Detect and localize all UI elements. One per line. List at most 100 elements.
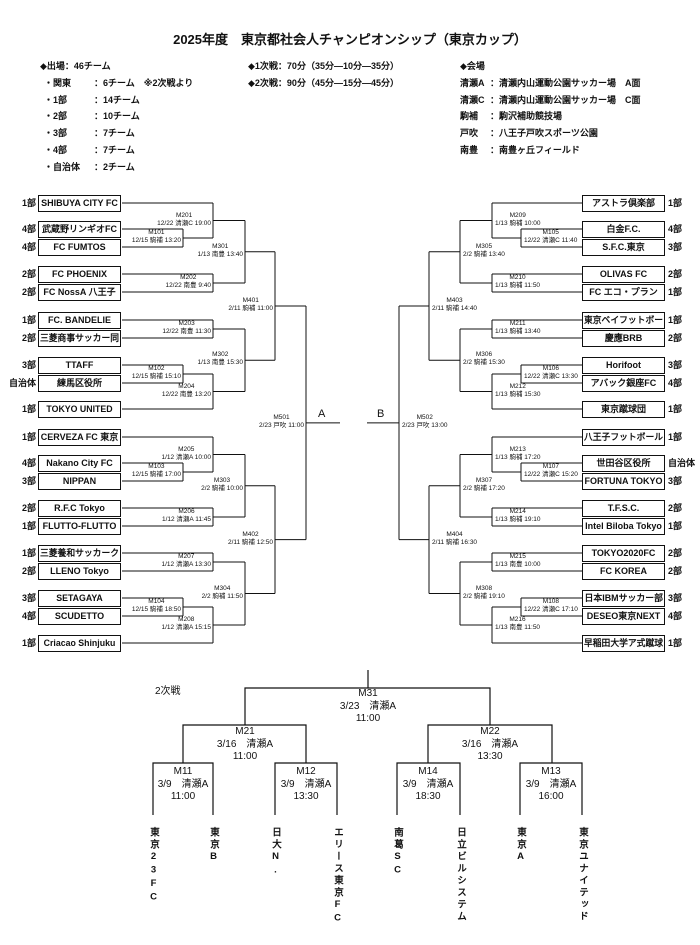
team-name: 慶應BRB (604, 332, 643, 343)
match-code: M206 (178, 508, 195, 515)
team-name: DESEO東京NEXT (586, 610, 661, 621)
venue-name: ：八王子戸吹スポーツ公園 (490, 128, 598, 139)
match-date: 3/9 清瀬A (157, 778, 209, 790)
entries-row: ・1部：14チーム (40, 92, 193, 109)
team-division: 2部 (21, 566, 36, 576)
team-box: 武蔵野リンギオFC (38, 220, 121, 238)
team-box: アバック銀座FC (582, 374, 665, 392)
match-info: 1/12 清瀬A 13:30 (161, 561, 211, 568)
match-info: 2/2 駒補 17:20 (463, 484, 505, 492)
team-division: 1部 (21, 315, 36, 325)
match-info: 12/22 清瀬C 13:30 (524, 373, 578, 380)
team-box: S.F.C.東京 (582, 238, 665, 256)
match-code: M102 (148, 365, 165, 372)
match-time: 18:30 (415, 791, 441, 802)
match-info: 12/15 駒補 18:50 (131, 606, 181, 613)
match-info: 12/22 清瀬C 11:40 (524, 237, 578, 244)
team-name: SETAGAYA UNITED (56, 592, 103, 603)
match-info: 12/22 南豊 13:20 (161, 390, 211, 398)
entries-label: ・1部 (44, 94, 68, 105)
match-info: 1/13 南豊 10:00 (495, 561, 541, 568)
team-name: Intel Biloba Tokyo (585, 520, 662, 531)
match-info: 12/22 南豊 9:40 (165, 282, 211, 289)
match-code: M207 (178, 553, 195, 560)
team-name: Horifoot (606, 359, 641, 370)
match-code: M204 (178, 382, 195, 390)
match-code: M214 (509, 508, 526, 515)
match-code: M301 (212, 242, 229, 250)
match-code: M307 (475, 476, 493, 484)
entries-label: ・2部 (44, 111, 68, 122)
bracket-line-m13 (519, 762, 583, 815)
match-code: M101 (148, 229, 165, 236)
team-division: 2部 (668, 503, 683, 513)
team-name: SCUDETTO (54, 610, 105, 621)
match-info: 2/2 駒補 10:00 (201, 484, 243, 492)
team-name: T.F.S.C. (607, 502, 640, 513)
team-division: 4部 (21, 224, 36, 234)
bracket-line-m31 (244, 670, 491, 725)
match-code: M106 (542, 365, 560, 372)
match-time: 11:00 (232, 751, 258, 762)
match-code: M14 (418, 766, 438, 777)
team-box: FC KOREA (582, 562, 665, 580)
entries-value: ：10チーム (94, 111, 140, 122)
team-division: 2部 (21, 333, 36, 343)
team-division: 1部 (668, 404, 683, 414)
team-box: FLUTTO-FLUTTO (38, 517, 121, 535)
entries-value: ：7チーム (94, 128, 135, 139)
match-code: M21 (235, 726, 255, 737)
venue-name: ：南豊ヶ丘フィールド (490, 144, 580, 155)
venue-code: 戸吹 (460, 128, 479, 139)
match-date: 3/9 清瀬A (402, 778, 454, 790)
second-round-team: 日立ビルシステム (455, 827, 466, 923)
team-name: 東京蹴球団 (600, 403, 646, 414)
entries-row: ・3部：7チーム (40, 125, 193, 142)
match-time: 13:30 (293, 791, 319, 802)
second-round-team: 東京ユナイテッド (577, 827, 588, 923)
team-box: 慶應BRB (582, 329, 665, 347)
venue-name: ：駒沢補助競技場 (490, 111, 563, 122)
entries-label: ・4部 (44, 144, 68, 155)
match-info: 1/13 南豊 13:40 (197, 250, 243, 258)
team-division: 3部 (668, 593, 683, 603)
match-code: M11 (173, 766, 193, 777)
team-box: FC NossA 八王子 (38, 283, 121, 301)
team-name: 三菱養和サッカークラブ (40, 547, 120, 558)
team-name: 早稲田大学ア式蹴球部FC (584, 637, 664, 648)
team-name: 東京ベイフットボールクラブ (584, 314, 664, 325)
venue-name: ：清瀬内山運動公園サッカー場 A面 (490, 77, 641, 88)
venues-heading: ◆会場 (460, 61, 485, 71)
match-code: M12 (296, 766, 316, 777)
match-info: 1/13 駒補 13:40 (495, 328, 541, 335)
second-round-team: 日大N. (270, 827, 281, 878)
team-division: 3部 (668, 476, 683, 486)
bracket-line-m11 (152, 762, 214, 815)
team-box: Nakano City FC (38, 454, 121, 472)
venue-row: 戸吹 ：八王子戸吹スポーツ公園 (460, 125, 641, 142)
match-code: M404 (446, 530, 463, 538)
team-box: 東京蹴球団 (582, 400, 665, 418)
match-info: 1/13 駒補 17:20 (495, 453, 541, 461)
match-info: 12/22 清瀬C 19:00 (157, 219, 211, 227)
second-round-team: 東京23FC (148, 827, 159, 905)
match-code: M210 (509, 274, 526, 281)
match-code: M203 (178, 320, 195, 327)
